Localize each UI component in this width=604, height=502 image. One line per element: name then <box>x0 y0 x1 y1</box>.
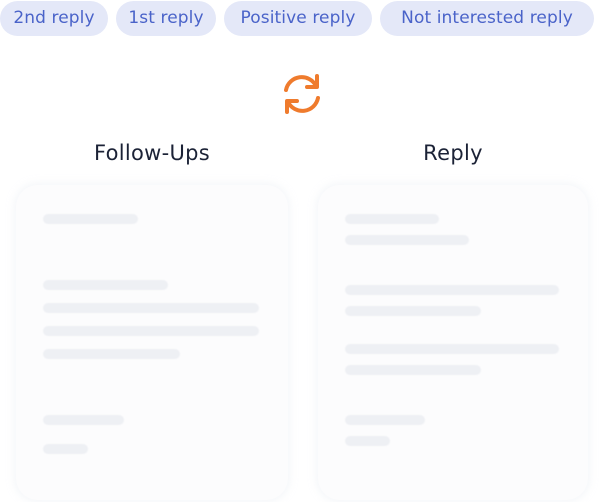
skeleton-line <box>43 280 168 290</box>
tag-not-interested-reply[interactable]: Not interested reply <box>380 1 594 36</box>
skeleton-line <box>345 235 469 245</box>
tag-2nd-reply[interactable]: 2nd reply <box>0 1 108 36</box>
skeleton-line <box>345 415 425 425</box>
skeleton-line <box>43 326 259 336</box>
skeleton-line <box>43 214 138 224</box>
reply-card <box>318 185 588 500</box>
sync-icon <box>278 70 326 118</box>
follow-ups-card <box>16 185 288 500</box>
skeleton-line <box>345 306 481 316</box>
skeleton-line <box>43 415 124 425</box>
skeleton-line <box>43 444 88 454</box>
tag-positive-reply[interactable]: Positive reply <box>224 1 372 36</box>
skeleton-line <box>345 436 390 446</box>
tag-1st-reply[interactable]: 1st reply <box>116 1 216 36</box>
skeleton-line <box>345 365 481 375</box>
skeleton-line <box>345 285 559 295</box>
skeleton-line <box>43 303 259 313</box>
follow-ups-title: Follow-Ups <box>93 141 211 165</box>
skeleton-line <box>345 344 559 354</box>
skeleton-line <box>43 349 180 359</box>
skeleton-line <box>345 214 439 224</box>
reply-title: Reply <box>423 141 483 165</box>
